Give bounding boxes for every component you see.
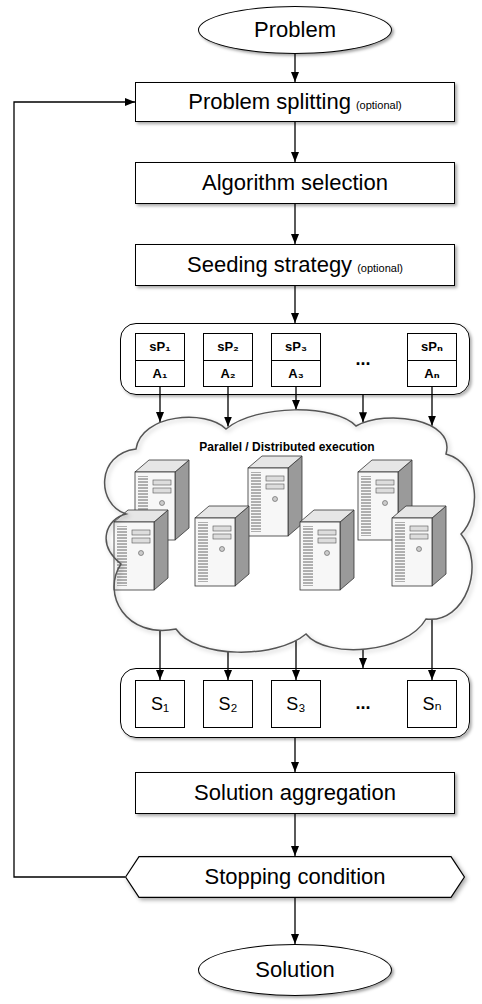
result-box: S₁ xyxy=(135,680,185,728)
result-box: S₃ xyxy=(271,680,321,728)
server-tower xyxy=(248,456,302,536)
server-tower xyxy=(114,510,168,590)
node-text: A₂ xyxy=(204,360,252,387)
server-tower xyxy=(300,510,354,590)
flow-arrow xyxy=(227,387,228,427)
text-group: sP₁A₁ xyxy=(136,334,184,386)
result-box: S₂ xyxy=(203,680,253,728)
text-group: Solution aggregation xyxy=(194,780,396,806)
flow-arrow xyxy=(294,814,295,856)
node-text: sP₂ xyxy=(204,334,252,360)
condition-hexagon: Stopping condition xyxy=(125,856,465,898)
node-text: Parallel / Distributed execution xyxy=(199,440,374,454)
node-text: sP₃ xyxy=(272,334,320,360)
process-box: Algorithm selection xyxy=(135,162,455,204)
flow-arrow xyxy=(362,649,363,668)
node-text: S₃ xyxy=(286,694,305,715)
process-box: Seeding strategy (optional) xyxy=(135,244,455,286)
text-group: Parallel / Distributed execution xyxy=(199,440,374,454)
task-group: S₁ S₂ S₃ Sₙ xyxy=(120,668,470,738)
server-tower xyxy=(392,506,446,586)
process-box: Solution aggregation xyxy=(135,772,455,814)
flow-arrow xyxy=(159,630,160,680)
flow-arrow xyxy=(294,738,295,772)
server-tower xyxy=(195,506,249,586)
node-text: A₃ xyxy=(272,360,320,387)
node-text: Solution xyxy=(255,957,335,983)
node-text: Seeding strategy xyxy=(187,252,352,278)
subproblem-box: sPₙAₙ xyxy=(407,333,457,387)
flow-arrow xyxy=(294,54,295,82)
flow-arrow xyxy=(294,204,295,244)
flow-arrow xyxy=(294,898,295,944)
node-text: A₁ xyxy=(136,360,184,387)
node-text: Algorithm selection xyxy=(202,170,388,196)
flow-arrow xyxy=(14,102,135,877)
node-text: Sₙ xyxy=(422,693,441,715)
text-group: Solution xyxy=(255,957,335,983)
flow-arrow xyxy=(227,652,228,680)
node-text: sP₁ xyxy=(136,334,184,360)
cloud-shape xyxy=(105,410,475,652)
subproblem-box: sP₂A₂ xyxy=(203,333,253,387)
terminal-ellipse: Problem xyxy=(198,6,392,54)
node-text: Problem splitting xyxy=(188,89,351,115)
flow-arrow xyxy=(431,619,432,680)
note-text: (optional) xyxy=(357,262,403,274)
text-group: S₃ xyxy=(286,694,305,715)
hexagon-shape xyxy=(126,857,465,898)
node-text: S₁ xyxy=(151,694,169,715)
text-group: sP₂A₂ xyxy=(204,334,252,386)
subproblem-box: sP₃A₃ xyxy=(271,333,321,387)
text-group: Problem splitting (optional) xyxy=(188,89,402,115)
flow-arrow xyxy=(295,387,296,410)
flow-arrow xyxy=(159,387,160,422)
node-text: Aₙ xyxy=(408,360,456,387)
text-group: S₁ xyxy=(151,694,169,715)
ellipsis-label: ... xyxy=(355,693,370,714)
flow-arrow xyxy=(362,395,363,422)
text-group: sP₃A₃ xyxy=(272,334,320,386)
note-text: (optional) xyxy=(356,99,402,111)
execution-cloud: Parallel / Distributed execution xyxy=(96,404,478,657)
text-group: Problem xyxy=(254,17,336,43)
subproblem-box: sP₁A₁ xyxy=(135,333,185,387)
flow-arrow xyxy=(294,286,295,323)
node-text: sPₙ xyxy=(408,334,456,360)
text-group: S₂ xyxy=(219,694,238,715)
flow-arrow xyxy=(431,387,432,426)
node-text: Solution aggregation xyxy=(194,780,396,806)
terminal-ellipse: Solution xyxy=(198,944,392,996)
flow-arrow xyxy=(294,122,295,162)
text-group: sPₙAₙ xyxy=(408,334,456,386)
flow-arrow xyxy=(295,641,296,680)
task-group: sP₁A₁ sP₂A₂ sP₃A₃ sPₙAₙ xyxy=(120,323,470,395)
node-text: Stopping condition xyxy=(204,864,385,890)
text-group: Stopping condition xyxy=(204,864,385,890)
text-group: Sₙ xyxy=(422,693,441,715)
text-group: Algorithm selection xyxy=(202,170,388,196)
process-box: Problem splitting (optional) xyxy=(135,82,455,122)
ellipsis-label: ... xyxy=(355,349,370,370)
node-text: Problem xyxy=(254,17,336,43)
text-group: Seeding strategy (optional) xyxy=(187,252,403,278)
result-box: Sₙ xyxy=(407,680,457,728)
node-text: S₂ xyxy=(219,694,238,715)
